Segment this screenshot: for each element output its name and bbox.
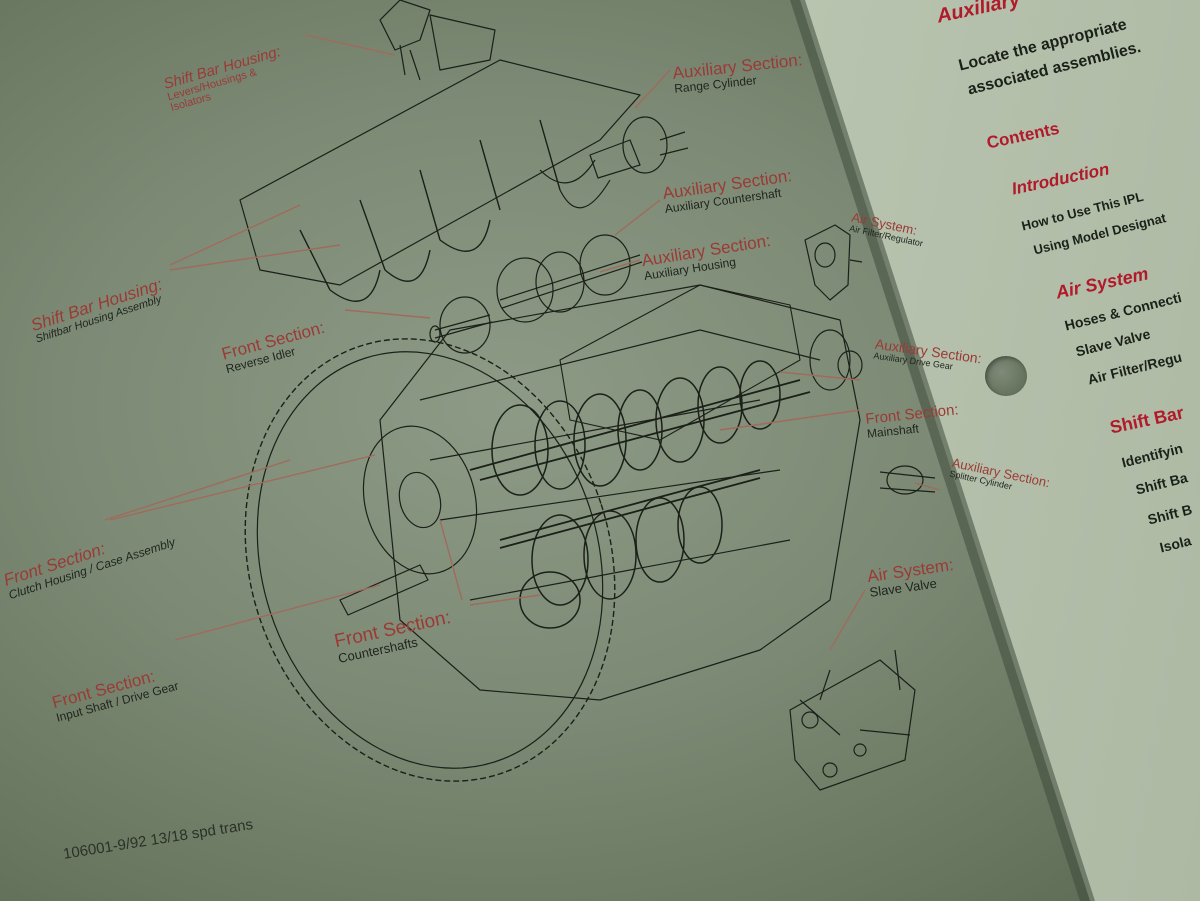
auxiliary-housing <box>559 284 801 441</box>
reverse-idler <box>429 296 493 354</box>
auxiliary-countershaft <box>496 234 643 323</box>
transmission-case <box>379 284 861 701</box>
range-cylinder <box>589 116 689 179</box>
binder-hole <box>985 356 1027 396</box>
input-shaft <box>339 564 429 616</box>
shift-bar-housing <box>239 59 641 302</box>
clutch-housing-flange <box>244 338 616 782</box>
splitter-cylinder <box>879 465 936 495</box>
slave-valve <box>789 649 916 791</box>
shift-levers <box>379 0 496 81</box>
air-filter-regulator <box>804 224 863 301</box>
